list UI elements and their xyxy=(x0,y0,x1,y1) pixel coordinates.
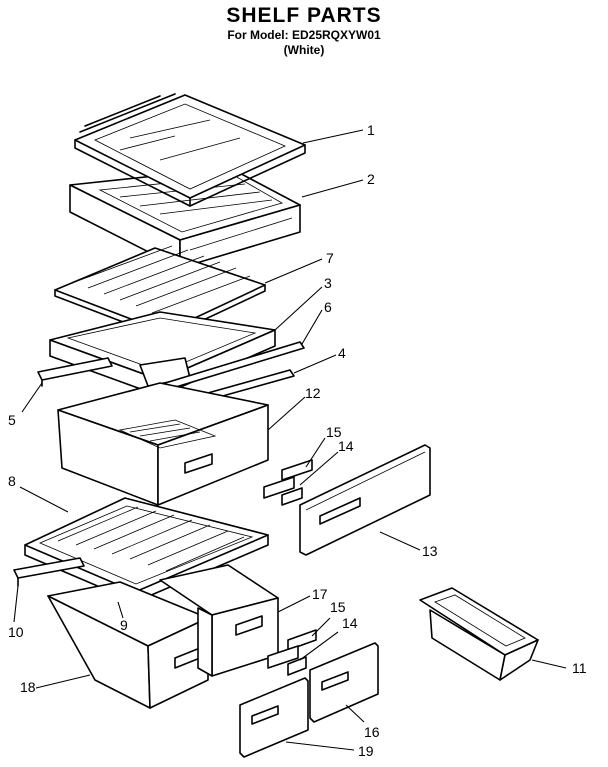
part-19-front-panel xyxy=(239,677,309,758)
part-14-lower-clip xyxy=(267,645,307,676)
part-14-upper-clip xyxy=(263,476,303,506)
part-13-front-panel xyxy=(299,444,431,556)
callout-5: 5 xyxy=(8,412,16,428)
callout-7: 7 xyxy=(326,250,334,266)
callout-4: 4 xyxy=(338,345,346,361)
callout-2: 2 xyxy=(367,171,375,187)
part-11-small-bin xyxy=(419,587,539,681)
callout-14-upper: 14 xyxy=(338,438,354,454)
part-12-crisper-drawer xyxy=(57,382,269,506)
callout-15-upper: 15 xyxy=(326,424,342,440)
callout-12: 12 xyxy=(305,385,321,401)
callout-10: 10 xyxy=(8,624,24,640)
part-8-lower-shelf xyxy=(24,497,269,603)
callout-3: 3 xyxy=(324,275,332,291)
leader-lines xyxy=(13,129,567,751)
callout-11: 11 xyxy=(572,660,587,676)
callout-14-lower: 14 xyxy=(342,615,358,631)
part-15-upper-handle xyxy=(281,459,313,481)
color-variant: (White) xyxy=(283,43,325,57)
callout-18: 18 xyxy=(20,679,36,695)
callout-17: 17 xyxy=(312,586,328,602)
callout-1: 1 xyxy=(367,122,375,138)
callout-13: 13 xyxy=(422,543,438,559)
part-7-cover-insert xyxy=(54,245,266,339)
part-10-rail xyxy=(13,557,85,587)
callout-6: 6 xyxy=(324,299,332,315)
model-line: For Model: ED25RQXYW01 xyxy=(227,28,381,42)
callout-15-lower: 15 xyxy=(330,599,346,615)
callout-8: 8 xyxy=(8,473,16,489)
part-15-lower-handle xyxy=(287,629,317,651)
part-18-left-drawer xyxy=(47,581,209,709)
part-16-front-panel xyxy=(309,642,379,723)
callout-19: 19 xyxy=(358,743,374,759)
page-title: SHELF PARTS xyxy=(226,4,382,27)
callout-16: 16 xyxy=(364,724,380,740)
callout-9: 9 xyxy=(120,617,128,633)
part-1-glass-shelf xyxy=(74,93,306,207)
